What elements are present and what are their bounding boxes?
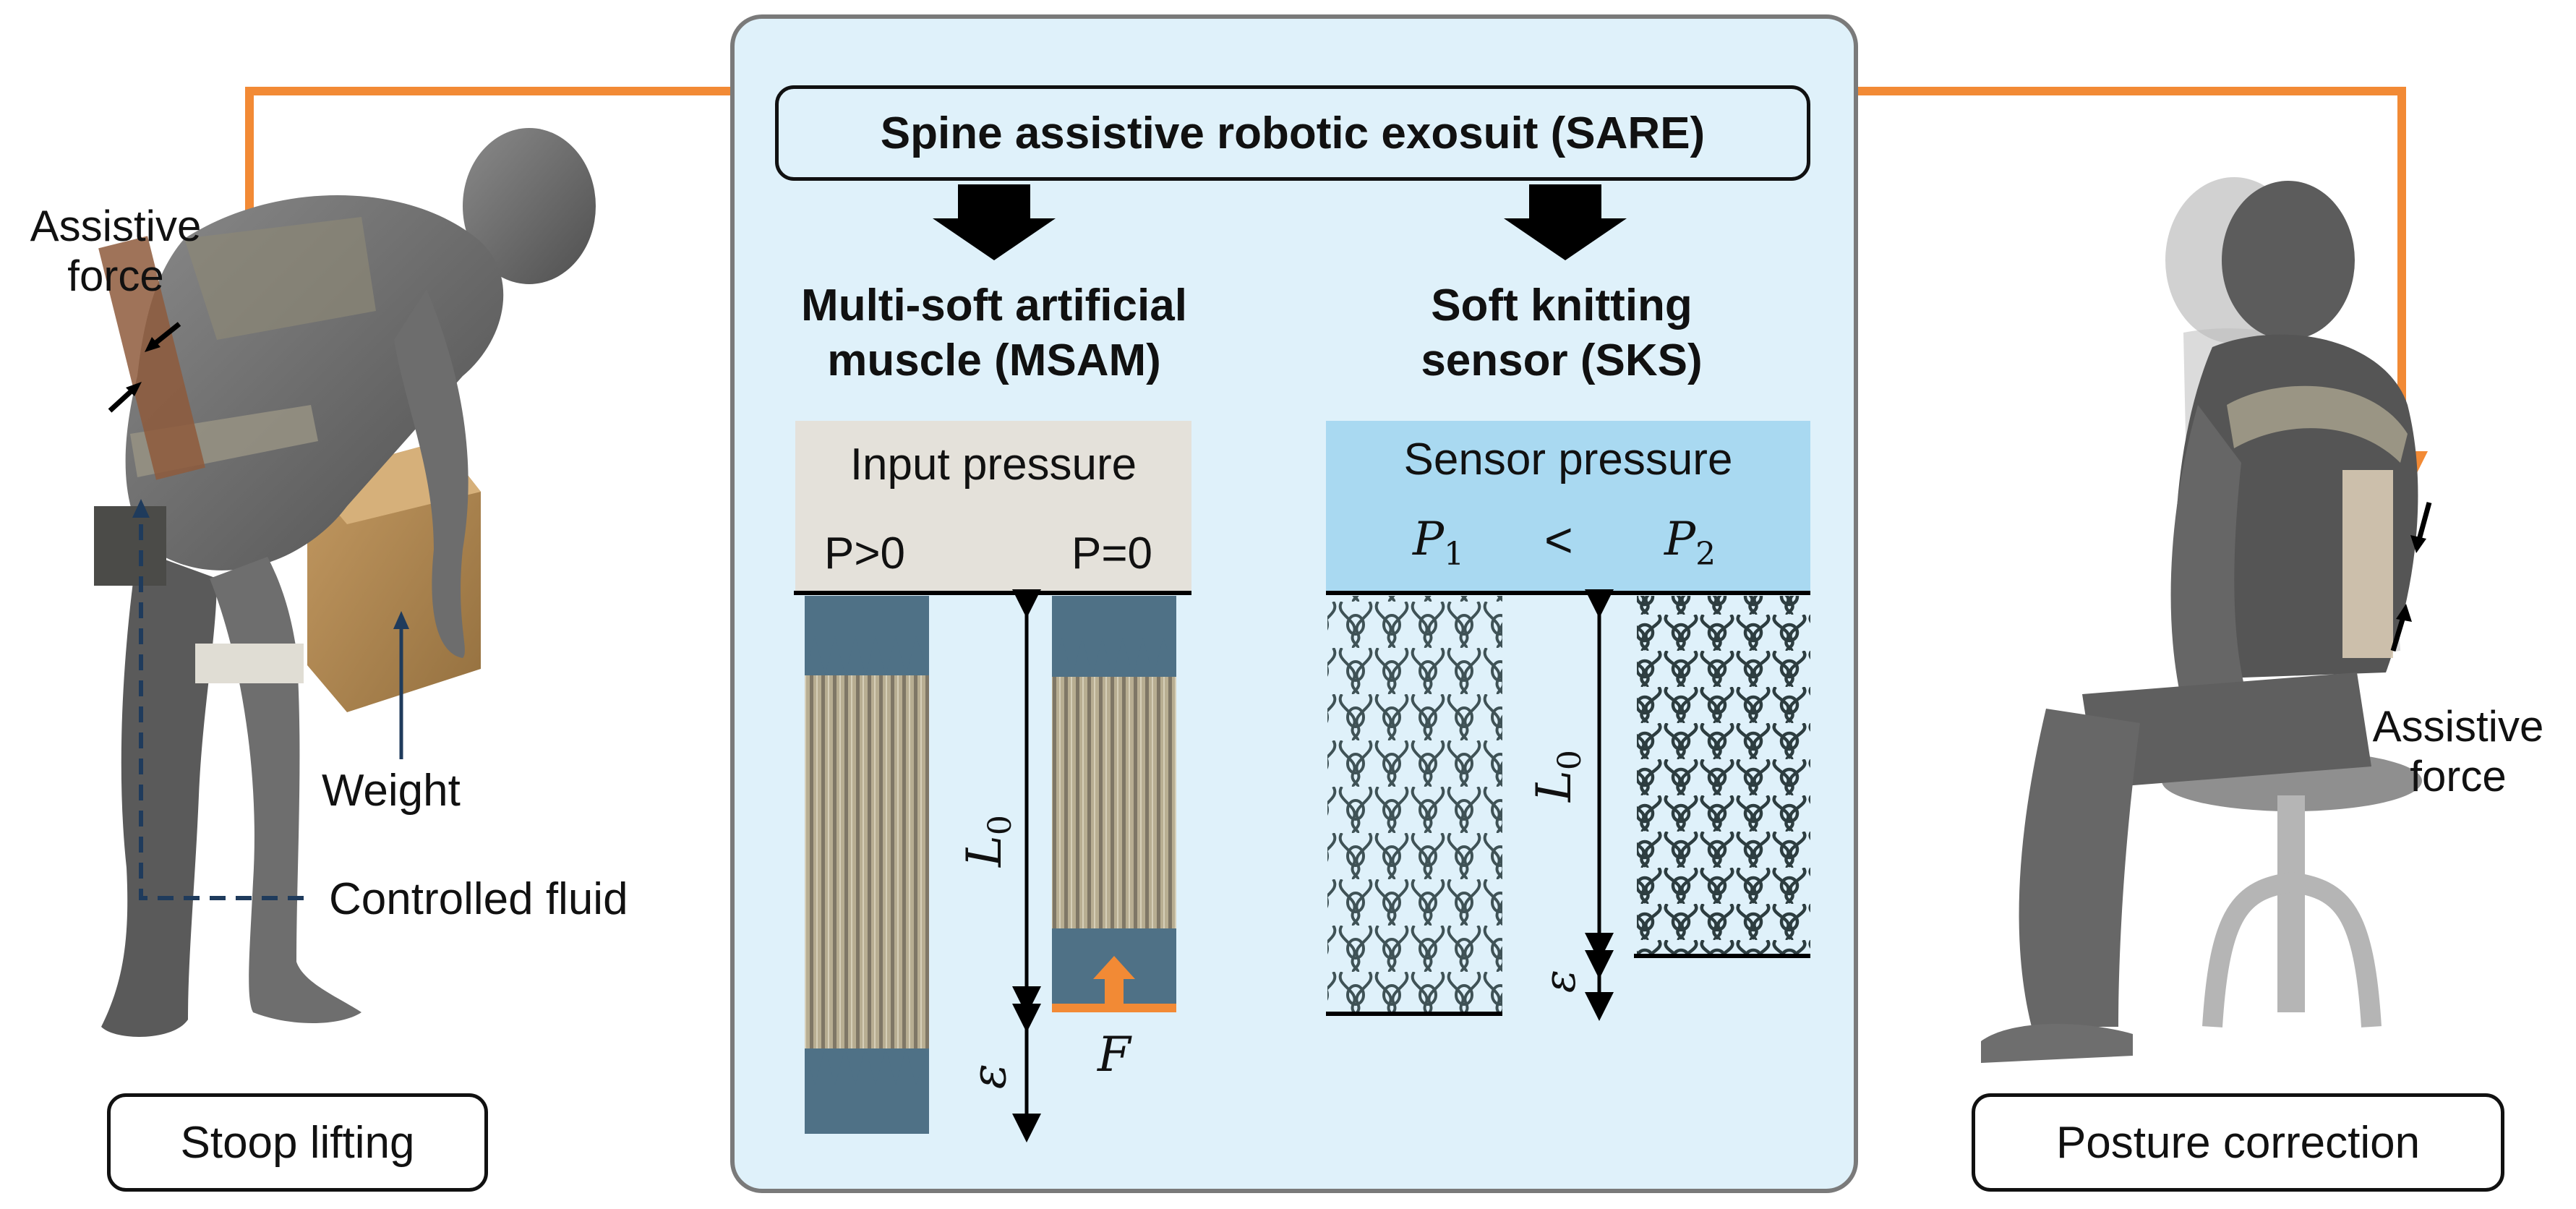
right-connector-line <box>1858 87 2428 503</box>
msam-down-arrow <box>933 184 1056 260</box>
msam-p-right: P=0 <box>1071 529 1153 578</box>
stoop-assistive-line2: force <box>67 252 164 300</box>
msam-pressure-header: Input pressure P>0 P=0 <box>795 421 1191 591</box>
posture-assistive-label: Assistive force <box>2342 701 2574 801</box>
sks-p1-symbol: P <box>1413 513 1445 566</box>
weight-label: Weight <box>322 766 461 816</box>
sks-knit-compressed <box>1637 596 1810 954</box>
msam-pressure-title: Input pressure <box>850 440 1137 490</box>
stoop-lifting-button[interactable]: Stoop lifting <box>107 1093 488 1192</box>
sks-heading: Soft knitting sensor (SKS) <box>1345 278 1779 388</box>
posture-assistive-line2: force <box>2410 752 2507 800</box>
sks-pressure-header: Sensor pressure P1 < P2 <box>1326 421 1810 591</box>
posture-force-arrow-lower <box>2390 613 2407 652</box>
stoop-assistive-label: Assistive force <box>0 201 231 301</box>
sks-heading-line2: sensor (SKS) <box>1421 335 1703 385</box>
sks-p2-subscript: 2 <box>1695 535 1716 573</box>
sks-knit-extended <box>1327 596 1502 1012</box>
msam-p-left: P>0 <box>824 529 906 578</box>
sare-title-box: Spine assistive robotic exosuit (SARE) <box>775 85 1810 181</box>
msam-muscle-extended <box>805 596 929 1134</box>
sks-p2: P2 <box>1664 513 1716 573</box>
sks-less-than: < <box>1544 513 1573 568</box>
stoop-harness <box>184 217 376 340</box>
stoop-arm <box>394 289 468 658</box>
msam-heading-line1: Multi-soft artificial <box>801 281 1187 330</box>
posture-head <box>2222 181 2355 340</box>
msam-force-arrow <box>1093 956 1135 1004</box>
sks-p2-symbol: P <box>1664 513 1696 566</box>
posture-correction-button[interactable]: Posture correction <box>1972 1093 2504 1192</box>
stoop-lifting-label: Stoop lifting <box>180 1117 415 1168</box>
sks-p1-subscript: 1 <box>1444 535 1465 573</box>
sare-title: Spine assistive robotic exosuit (SARE) <box>880 108 1706 158</box>
posture-harness <box>2227 385 2408 463</box>
msam-muscle-contracted <box>1052 596 1176 1008</box>
fluid-label: Controlled fluid <box>329 874 628 924</box>
sks-p1: P1 <box>1413 513 1464 573</box>
fluid-dashed-line <box>139 513 304 900</box>
sks-heading-line1: Soft knitting <box>1431 281 1693 330</box>
posture-arm <box>2170 405 2270 758</box>
stoop-leg-back <box>101 550 217 1037</box>
stoop-head <box>463 128 596 284</box>
msam-heading: Multi-soft artificial muscle (MSAM) <box>774 278 1215 388</box>
posture-correction-label: Posture correction <box>2055 1117 2421 1168</box>
sks-pressure-title: Sensor pressure <box>1403 435 1733 484</box>
posture-sks <box>2342 470 2393 658</box>
msam-force-label: F <box>1097 1027 1131 1082</box>
posture-assistive-line1: Assistive <box>2372 702 2544 751</box>
msam-heading-line2: muscle (MSAM) <box>827 335 1161 385</box>
posture-shin <box>2019 709 2140 1027</box>
stoop-msam <box>98 236 205 480</box>
posture-force-arrow-upper <box>2415 502 2432 543</box>
posture-thigh <box>2082 672 2371 788</box>
sks-down-arrow <box>1504 184 1627 260</box>
stoop-assistive-line1: Assistive <box>30 202 202 250</box>
